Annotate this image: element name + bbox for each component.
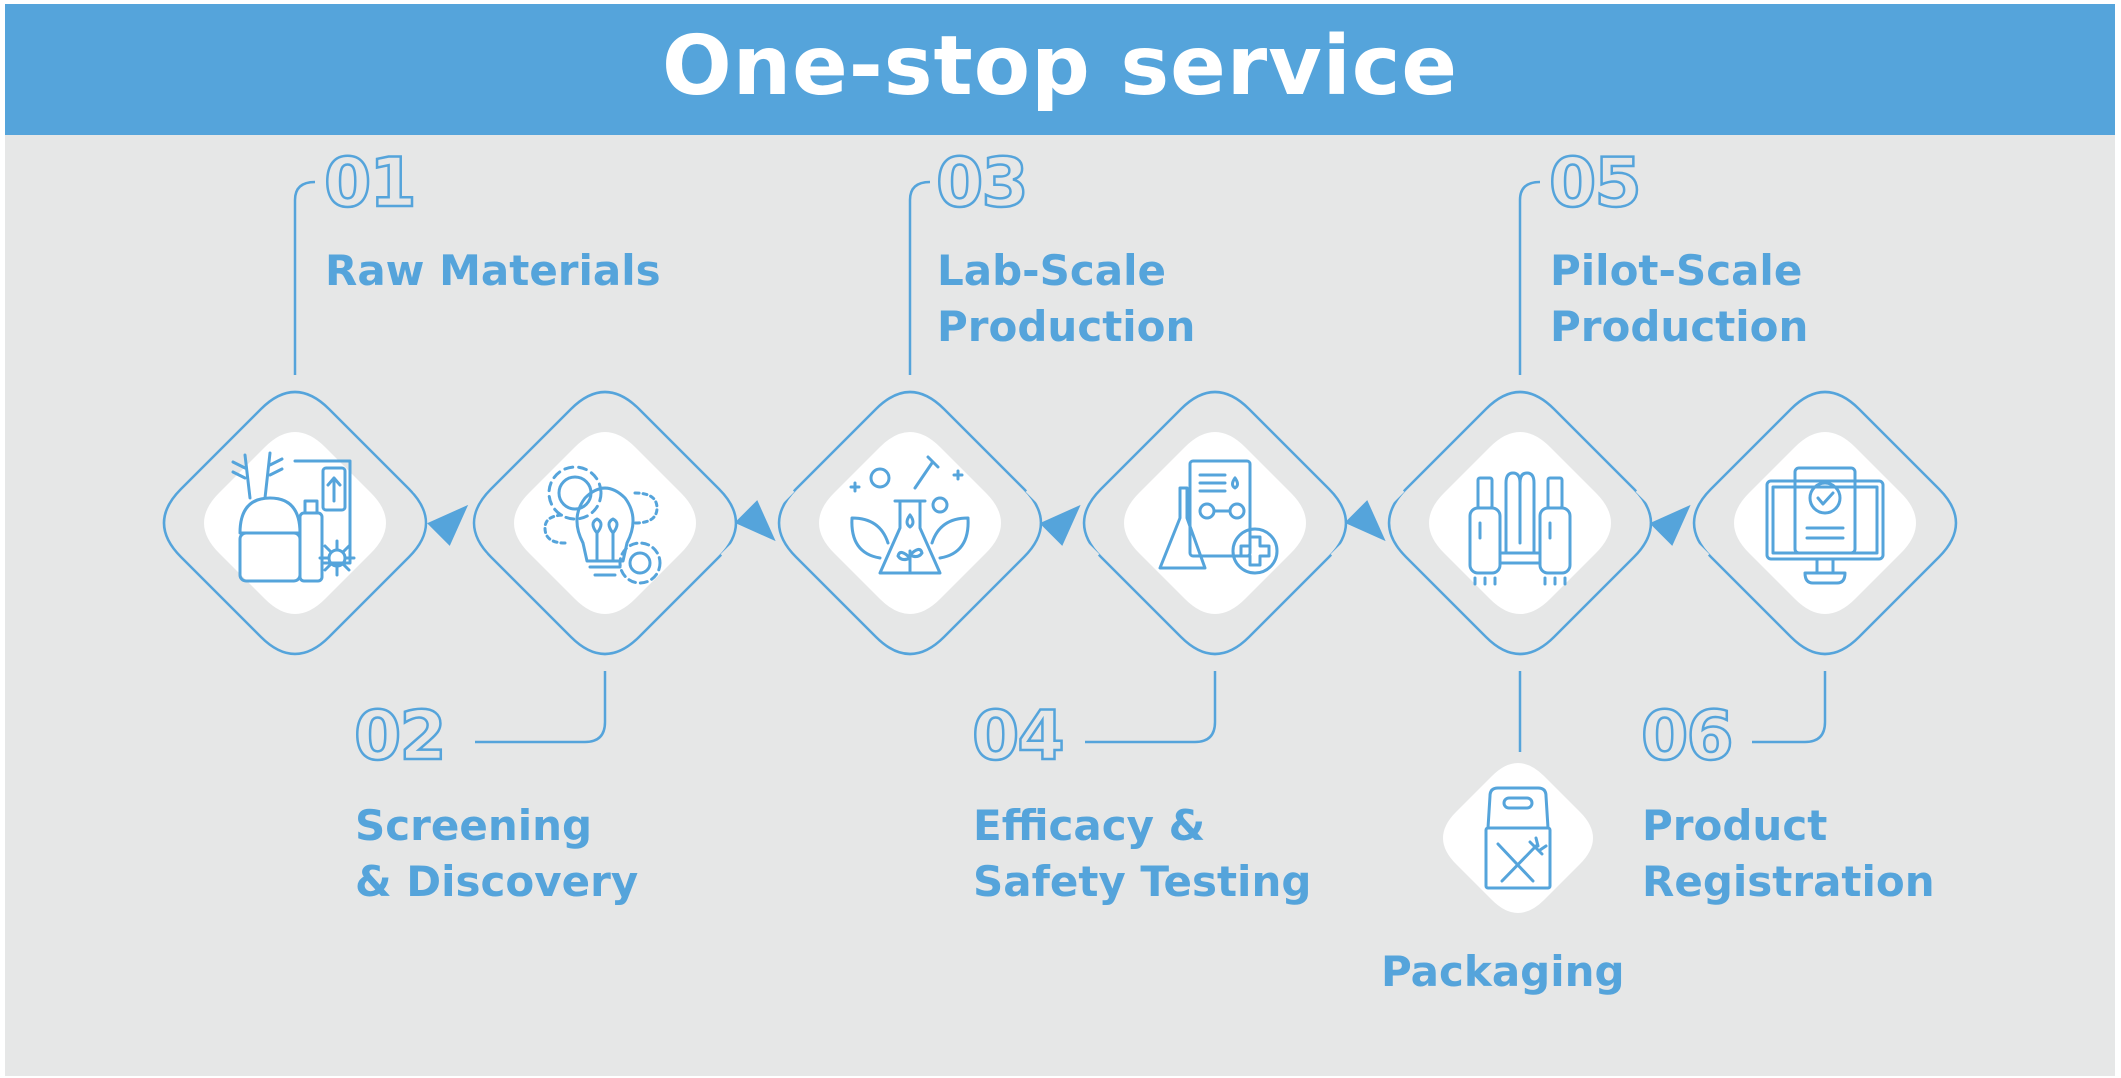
step-number-02: 02 — [353, 697, 448, 776]
step-label-efficacy-safety-testing: Efficacy & Safety Testing — [973, 798, 1311, 910]
diamond-outline — [472, 390, 738, 656]
food-package-icon — [1484, 786, 1552, 890]
step-node-4 — [1082, 390, 1348, 656]
lab-report-flask-icon — [1158, 459, 1279, 575]
step-label-line: Lab-Scale — [937, 246, 1166, 295]
header-banner: One-stop service — [5, 4, 2115, 135]
step-label-line: Pilot-Scale — [1550, 246, 1803, 295]
step-label-line: Safety Testing — [973, 857, 1312, 906]
step-label-lab-scale-production: Lab-Scale Production — [937, 243, 1195, 355]
lightbulb-gears-icon — [543, 465, 662, 585]
diamond-outline — [1692, 390, 1958, 656]
step-number-05: 05 — [1548, 144, 1643, 223]
step-label-line: & Discovery — [355, 857, 639, 906]
connector-step-1 — [293, 180, 316, 375]
connector-step-2 — [475, 671, 607, 744]
lab-flask-plants-icon — [849, 455, 970, 575]
icon-tile — [1734, 432, 1916, 614]
connector-step-3 — [908, 180, 931, 375]
step-number-03: 03 — [935, 144, 1030, 223]
step-label-raw-materials: Raw Materials — [325, 243, 661, 299]
flow-arrow-1-to-2 — [427, 504, 469, 546]
raw-materials-icon — [231, 451, 356, 583]
step-label-line: Product — [1642, 801, 1828, 850]
connector-step-6 — [1752, 671, 1827, 744]
packaging-tile — [1443, 763, 1593, 913]
step-number-01: 01 — [323, 144, 418, 223]
diamond-outline — [777, 390, 1043, 656]
step-label-product-registration: Product Registration — [1642, 798, 1935, 910]
connector-step-4 — [1085, 671, 1217, 744]
step-label-pilot-scale-production: Pilot-Scale Production — [1550, 243, 1808, 355]
step-label-line: Screening — [355, 801, 593, 850]
flow-arrow-4-to-5 — [1344, 500, 1386, 542]
icon-tile — [1124, 432, 1306, 614]
step-number-04: 04 — [971, 697, 1066, 776]
step-label-line: Registration — [1642, 857, 1935, 906]
diamond-outline — [162, 390, 428, 656]
step-node-1 — [162, 390, 428, 656]
step-label-line: Efficacy & — [973, 801, 1206, 850]
page-title: One-stop service — [662, 19, 1458, 114]
step-node-6 — [1692, 390, 1958, 656]
diamond-outline — [1082, 390, 1348, 656]
production-tanks-icon — [1468, 471, 1572, 586]
diamond-outline — [1387, 390, 1653, 656]
step-label-line: Production — [937, 302, 1196, 351]
flow-arrow-3-to-4 — [1039, 504, 1081, 546]
icon-tile — [204, 432, 386, 614]
step-label-line: Raw Materials — [325, 246, 661, 295]
step-number-06: 06 — [1640, 697, 1735, 776]
monitor-certificate-icon — [1765, 466, 1885, 585]
icon-tile — [819, 432, 1001, 614]
connector-step-5 — [1518, 180, 1541, 375]
step-label-screening-discovery: Screening & Discovery — [355, 798, 638, 910]
step-label-line: Production — [1550, 302, 1809, 351]
step-node-2 — [472, 390, 738, 656]
icon-tile — [514, 432, 696, 614]
flow-arrow-5-to-6 — [1649, 504, 1691, 546]
flow-arrow-2-to-3 — [734, 500, 776, 542]
packaging-label: Packaging — [1381, 947, 1625, 996]
step-node-3 — [777, 390, 1043, 656]
